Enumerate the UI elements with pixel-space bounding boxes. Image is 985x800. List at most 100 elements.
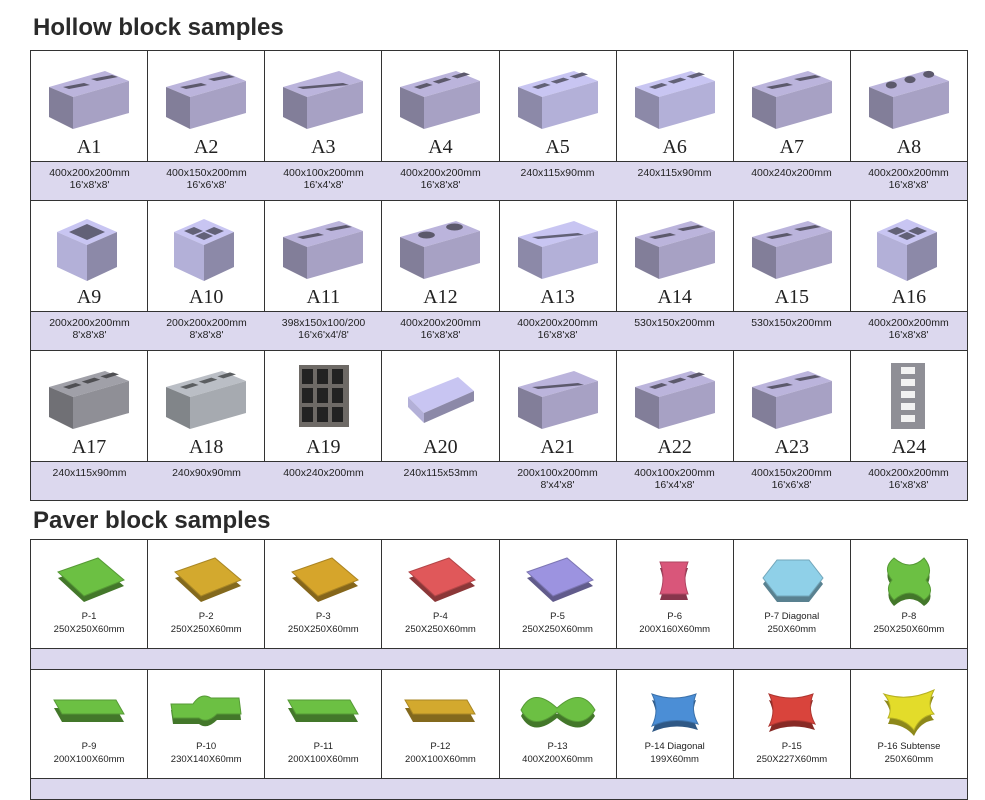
paver-code: P-5 (550, 611, 565, 622)
paver-dimensions: 200X100X60mm (405, 754, 476, 765)
hollow-block-cell: A23 (732, 351, 850, 461)
paver-code: P-6 (667, 611, 683, 622)
paver-code: P-2 (198, 611, 214, 622)
paver-divider-strip (31, 649, 967, 670)
block-code: A20 (423, 436, 458, 458)
hollow-block-cell: A11 (264, 201, 381, 311)
metric-dimensions: 400x200x200mm (868, 167, 949, 179)
block-code: A7 (779, 136, 805, 158)
imperial-dimensions: 8'x8'x8' (189, 329, 224, 341)
hollow-block-cell: A1 (31, 51, 147, 161)
hollow-block-cell: A8 (849, 51, 967, 161)
block-code: A11 (306, 286, 341, 308)
paver-dimensions: 250X250X60mm (873, 624, 945, 635)
metric-dimensions: 240x90x90mm (172, 467, 241, 479)
metric-dimensions: 400x200x200mm (868, 467, 949, 479)
imperial-dimensions: 16'x8'x8' (537, 329, 578, 341)
paver-dimensions: 250X250X60mm (287, 624, 359, 635)
imperial-dimensions: 16'x6'x8' (771, 479, 812, 491)
metric-dimensions: 200x200x200mm (49, 317, 130, 329)
block-code: A3 (311, 136, 336, 158)
hollow-block-cell: A2 (147, 51, 264, 161)
block-dimensions: 240x90x90mm (148, 462, 265, 500)
block-dimensions: 400x240x200mm (733, 162, 850, 200)
paver-code: P-10 (196, 741, 217, 752)
metric-dimensions: 400x200x200mm (868, 317, 949, 329)
imperial-dimensions: 16'x8'x8' (420, 329, 461, 341)
paver-code: P-16 Subtense (877, 741, 941, 752)
paver-code: P-13 (547, 741, 568, 752)
block-code: A8 (896, 136, 922, 158)
infinity-paver-icon (519, 697, 596, 728)
paver-dimensions: 200X160X60mm (639, 624, 711, 635)
hollow-block-cell: A7 (732, 51, 850, 161)
metric-dimensions: 400x200x200mm (49, 167, 130, 179)
square-paver-icon (525, 557, 594, 602)
rect-paver-icon (53, 699, 125, 722)
metric-dimensions: 400x150x200mm (751, 467, 832, 479)
paver-code: P-12 (430, 741, 451, 752)
imperial-dimensions: 16'x8'x8' (888, 479, 929, 491)
block-dimensions: 240x115x90mm (499, 162, 616, 200)
paver-code: P-1 (81, 611, 97, 622)
block-code: A4 (428, 136, 453, 158)
hollow-block-cell: A16 (849, 201, 967, 311)
block-code: A18 (188, 436, 224, 458)
hollow-block-cell: A3 (264, 51, 381, 161)
hollow-block-slot-icon (283, 71, 364, 129)
square-paver-icon (57, 557, 126, 602)
square-paver-icon (408, 557, 477, 602)
hollow-block-cell: A24 (849, 351, 967, 461)
block-code: A13 (540, 286, 575, 308)
rect-paver-icon (287, 699, 360, 722)
block-stack-gray-icon (890, 363, 925, 429)
round-hole-block-icon (868, 70, 949, 129)
block-code: A23 (774, 436, 810, 458)
paver-dimensions: 250X250X60mm (405, 624, 476, 635)
metric-dimensions: 240x115x90mm (637, 167, 712, 179)
hollow-cube-4-icon (174, 219, 235, 281)
metric-dimensions: 400x100x200mm (634, 467, 715, 479)
metric-dimensions: 240x115x90mm (52, 467, 127, 479)
perforated-brick-gray-icon (166, 371, 247, 429)
metric-dimensions: 240x115x90mm (520, 167, 595, 179)
hollow-cube-icon (57, 219, 118, 281)
imperial-dimensions: 16'x8'x8' (888, 329, 929, 341)
imperial-dimensions: 16'x6'x4'/8' (298, 329, 349, 341)
block-dimensions: 240x115x90mm (31, 462, 148, 500)
imperial-dimensions: 16'x8'x8' (69, 179, 110, 191)
paver-code: P-9 (81, 741, 97, 752)
wave-paver-icon (170, 695, 242, 727)
paver-dimensions: 400X200X60mm (522, 754, 593, 765)
paver-dimensions: 199X60mm (650, 754, 699, 765)
hexagon-paver-icon (762, 559, 824, 602)
metric-dimensions: 200x200x200mm (166, 317, 247, 329)
block-code: A16 (891, 286, 927, 308)
hollow-block-cell: A18 (147, 351, 264, 461)
slot-block-icon (517, 371, 598, 429)
paver-dimensions: 250X60mm (767, 624, 817, 635)
block-code: A24 (891, 436, 927, 458)
